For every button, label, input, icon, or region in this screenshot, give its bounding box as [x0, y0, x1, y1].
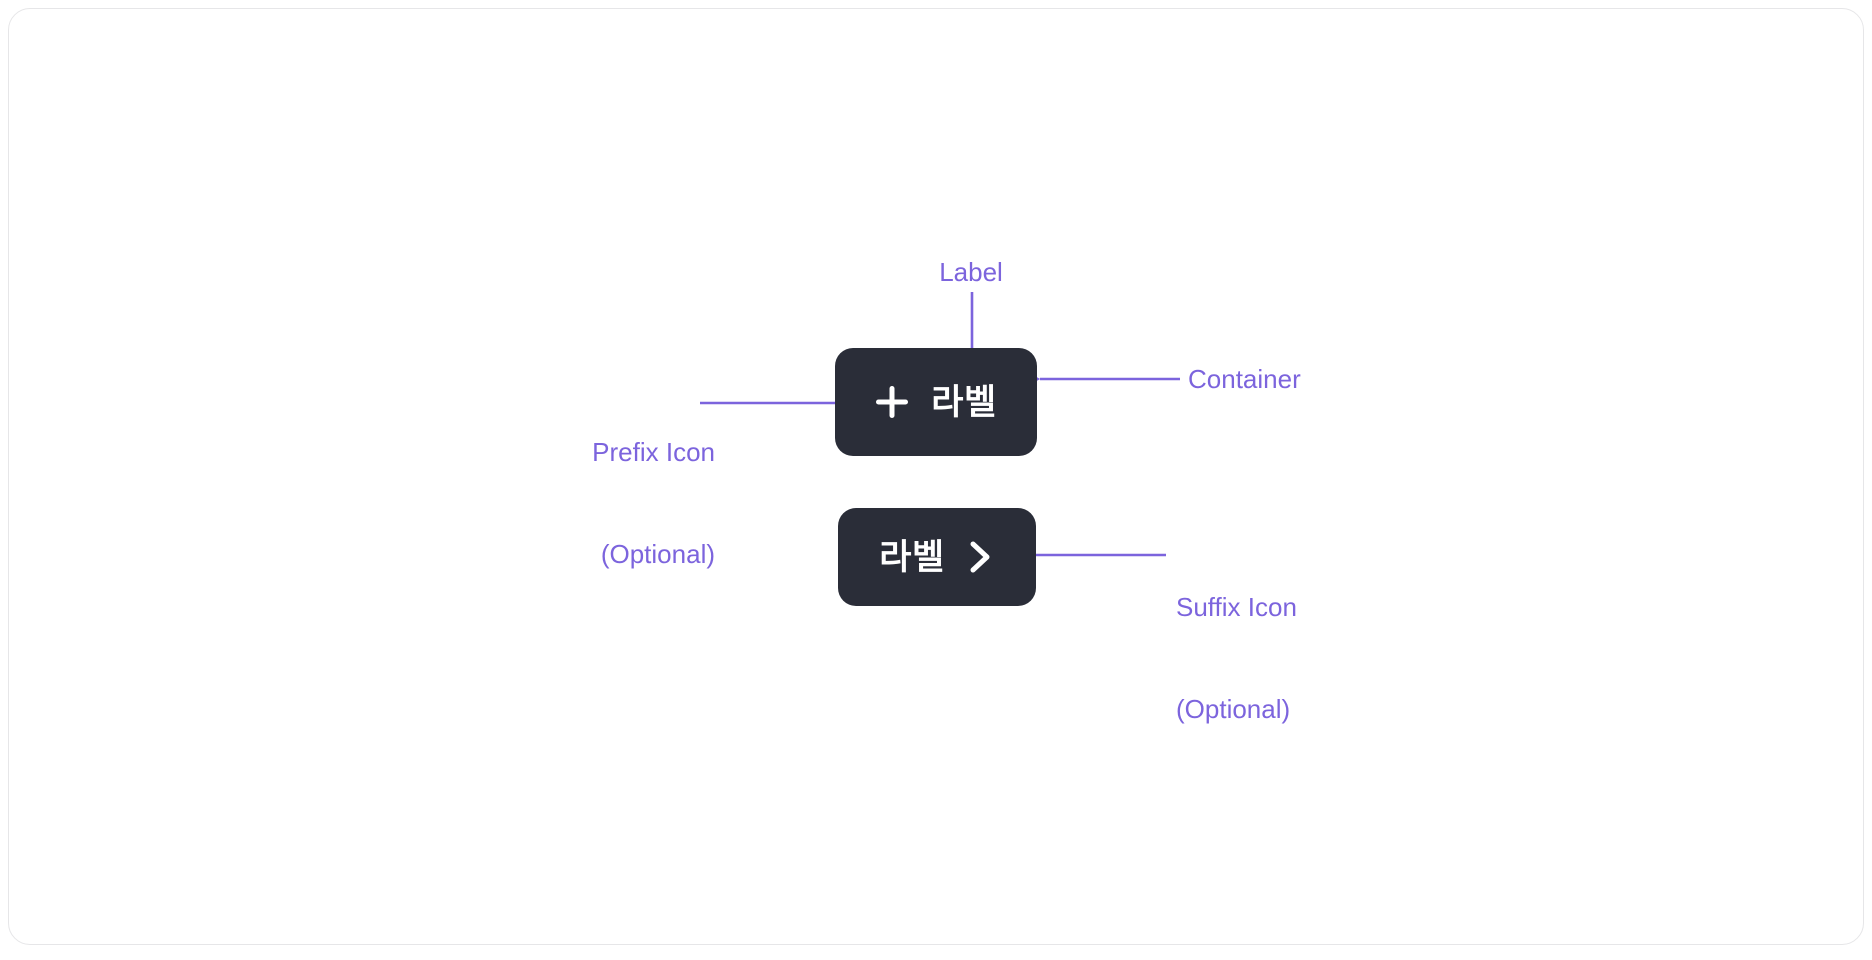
annotation-prefix-icon-line2: (Optional) [600, 539, 715, 569]
button-label: 라벨 [931, 382, 997, 422]
button-label: 라벨 [879, 537, 945, 577]
button-with-prefix-icon[interactable]: 라벨 [835, 348, 1037, 456]
annotation-suffix-icon: Suffix Icon (Optional) [1176, 522, 1476, 794]
plus-icon [875, 385, 909, 419]
canvas-frame [8, 8, 1864, 945]
button-with-suffix-icon[interactable]: 라벨 [838, 508, 1036, 606]
annotation-prefix-icon-line1: Prefix Icon [592, 437, 715, 467]
annotation-suffix-icon-line2: (Optional) [1176, 694, 1291, 724]
chevron-right-icon [965, 539, 995, 575]
annotation-label: Label [939, 257, 1003, 287]
annotation-prefix-icon: Prefix Icon (Optional) [500, 367, 715, 639]
annotation-container: Container [1188, 364, 1301, 394]
annotation-suffix-icon-line1: Suffix Icon [1176, 592, 1297, 622]
